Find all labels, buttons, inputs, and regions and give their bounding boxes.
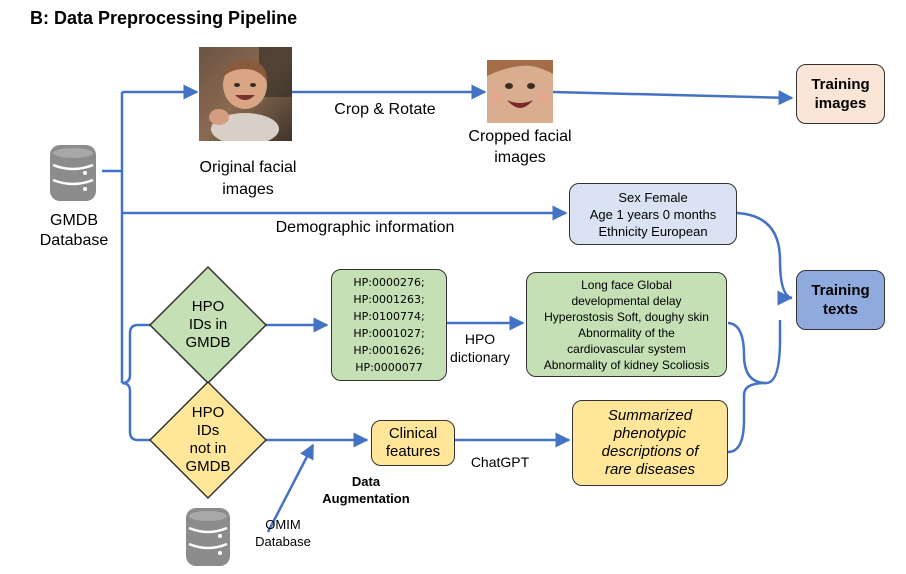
hpo-in-gmdb-label: HPO IDs in GMDB [185, 298, 231, 351]
data-augmentation-label: Data Augmentation [322, 474, 410, 506]
clinical-features-box: Clinical features [371, 420, 455, 466]
arrow-data-augmentation [266, 443, 315, 533]
branch-to-hpo-in-gmdb [121, 323, 150, 385]
omim-database-label: OMIM Database [255, 517, 311, 549]
brace-summarized [727, 381, 767, 454]
branch-to-hpo-not-in-gmdb [121, 381, 150, 442]
omim-database-icon [186, 508, 230, 566]
training-images-box: Training images [796, 64, 885, 124]
hpo-dictionary-label: HPO dictionary [450, 331, 510, 365]
demographic-label: Demographic information [275, 219, 455, 236]
hpo-not-in-gmdb-label: HPO IDs not in GMDB [185, 404, 231, 475]
cropped-facial-image [487, 60, 553, 123]
diagram-title: B: Data Preprocessing Pipeline [30, 8, 298, 28]
brace-phenotype [727, 320, 782, 385]
demographic-box: Sex Female Age 1 years 0 months Ethnicit… [569, 183, 737, 245]
arrow-to-training-images [552, 90, 794, 106]
original-images-label: Original facial images [199, 159, 297, 198]
hpo-ids-box: HP:0000276; HP:0001263; HP:0100774; HP:0… [331, 269, 447, 381]
crop-rotate-label: Crop & Rotate [334, 101, 436, 118]
original-facial-image [199, 47, 292, 141]
gmdb-database-icon [50, 145, 96, 201]
brace-demographic [735, 211, 793, 300]
phenotype-terms-box: Long face Global developmental delay Hyp… [526, 272, 727, 377]
gmdb-database-label: GMDB Database [39, 212, 109, 249]
chatgpt-label: ChatGPT [470, 454, 530, 470]
hpo-not-in-gmdb-diamond [148, 380, 268, 500]
training-texts-box: Training texts [796, 270, 885, 330]
cropped-images-label: Cropped facial images [468, 128, 572, 166]
summarized-descriptions-box: Summarized phenotypic descriptions of ra… [572, 400, 728, 486]
